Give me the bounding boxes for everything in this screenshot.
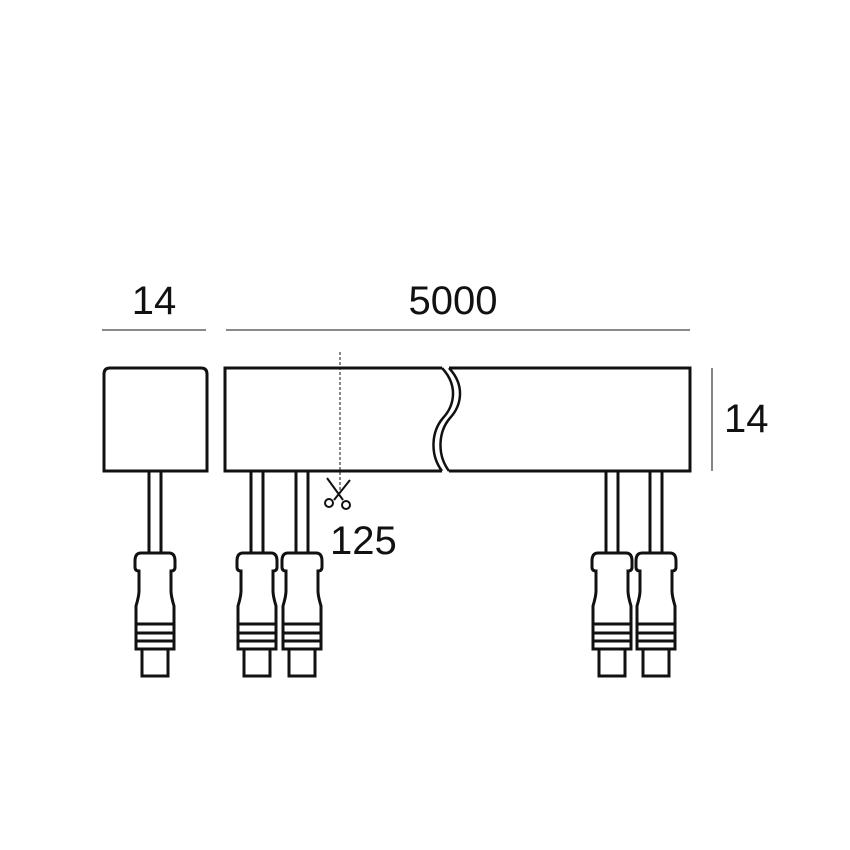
break-line-2: [439, 367, 462, 472]
break-line-1: [432, 367, 455, 472]
connector-strip-3: [590, 469, 634, 678]
cut-interval-label: 125: [330, 519, 397, 563]
connector-strip-4: [634, 469, 678, 678]
connector-strip-1: [235, 469, 279, 678]
connector-driver: [133, 469, 177, 678]
led-strip: [223, 366, 692, 473]
driver-box: [102, 366, 209, 473]
strip-length-label: 5000: [409, 279, 498, 323]
scissors-icon: [324, 477, 351, 510]
connector-strip-2: [280, 469, 324, 678]
driver-width-label: 14: [132, 279, 177, 323]
strip-height-label: 14: [724, 397, 769, 441]
